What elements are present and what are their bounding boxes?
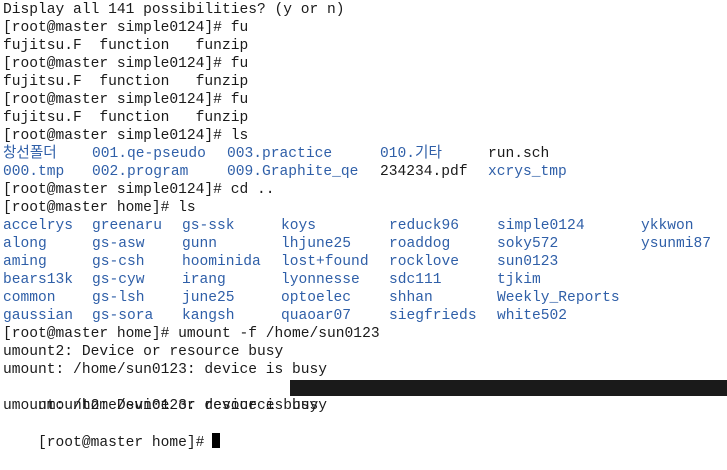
home-dir-entry: ysunmi87 bbox=[641, 236, 712, 252]
terminal-line: [root@master home]# ls bbox=[3, 200, 196, 216]
prompt-text: [root@master home]# bbox=[38, 435, 205, 451]
terminal-window[interactable]: Display all 141 possibilities? (y or n) … bbox=[0, 0, 727, 451]
home-dir-entry: sun0123 bbox=[497, 254, 559, 270]
home-dir-entry: bears13k bbox=[3, 272, 74, 288]
terminal-line: [root@master simple0124]# fu bbox=[3, 56, 249, 72]
terminal-line-highlighted: umount2: Device or resource busy bbox=[3, 379, 727, 414]
terminal-line: umount: /home/sun0123: device is busy bbox=[3, 398, 328, 414]
terminal-line: [root@master simple0124]# cd .. bbox=[3, 182, 275, 198]
home-ls-row: accelrys greenaru gs-ssk koys reduck96 s… bbox=[3, 217, 727, 235]
home-dir-entry: ykkwon bbox=[641, 218, 694, 234]
home-dir-entry: gs-csh bbox=[92, 254, 145, 270]
home-dir-entry: irang bbox=[182, 272, 226, 288]
home-dir-entry: optoelec bbox=[281, 290, 352, 306]
prompt-line[interactable]: [root@master home]# bbox=[3, 415, 727, 451]
ls-entry-dir: 009.Graphite_qe bbox=[227, 164, 359, 180]
terminal-line: [root@master simple0124]# fu bbox=[3, 20, 249, 36]
home-ls-row: bears13k gs-cyw irang lyonnesse sdc111 t… bbox=[3, 271, 727, 289]
ls-entry-dir: 000.tmp bbox=[3, 164, 65, 180]
home-dir-entry: gs-ssk bbox=[182, 218, 235, 234]
selection-highlight bbox=[290, 380, 727, 396]
home-dir-entry: hoominida bbox=[182, 254, 261, 270]
terminal-line: fujitsu.F function funzip bbox=[3, 110, 249, 126]
home-dir-entry: quaoar07 bbox=[281, 308, 352, 324]
ls-entry-dir: 002.program bbox=[92, 164, 189, 180]
home-ls-row: common gs-lsh june25 optoelec shhan Week… bbox=[3, 289, 727, 307]
home-dir-entry: reduck96 bbox=[389, 218, 460, 234]
home-dir-entry: gs-asw bbox=[92, 236, 145, 252]
home-dir-entry: aming bbox=[3, 254, 47, 270]
home-dir-entry: soky572 bbox=[497, 236, 559, 252]
home-dir-entry: shhan bbox=[389, 290, 433, 306]
ls-entry-dir: 창선폴더 bbox=[3, 146, 57, 162]
home-dir-entry: accelrys bbox=[3, 218, 74, 234]
home-ls-row: gaussian gs-sora kangsh quaoar07 siegfri… bbox=[3, 307, 727, 325]
home-dir-entry: koys bbox=[281, 218, 317, 234]
terminal-line: [root@master simple0124]# ls bbox=[3, 128, 249, 144]
text-cursor bbox=[212, 433, 221, 448]
home-dir-entry: gaussian bbox=[3, 308, 74, 324]
ls-entry-dir: 001.qe-pseudo bbox=[92, 146, 206, 162]
home-dir-entry: greenaru bbox=[92, 218, 163, 234]
terminal-line: Display all 141 possibilities? (y or n) bbox=[3, 2, 345, 18]
terminal-line: [root@master simple0124]# fu bbox=[3, 92, 249, 108]
ls-output-row: 000.tmp 002.program 009.Graphite_qe 2342… bbox=[3, 163, 727, 181]
home-dir-entry: gs-cyw bbox=[92, 272, 145, 288]
home-dir-entry: kangsh bbox=[182, 308, 235, 324]
home-dir-entry: rocklove bbox=[389, 254, 460, 270]
ls-entry-dir: 010.기타 bbox=[380, 146, 442, 162]
home-dir-entry: lost+found bbox=[281, 254, 369, 270]
home-dir-entry: siegfrieds bbox=[389, 308, 477, 324]
home-dir-entry: gs-lsh bbox=[92, 290, 145, 306]
home-ls-row: aming gs-csh hoominida lost+found rocklo… bbox=[3, 253, 727, 271]
home-dir-entry: tjkim bbox=[497, 272, 541, 288]
terminal-line-text: umount2: Device or resource busy bbox=[38, 398, 319, 414]
terminal-line: umount2: Device or resource busy bbox=[3, 344, 284, 360]
home-dir-entry: gunn bbox=[182, 236, 218, 252]
home-dir-entry: june25 bbox=[182, 290, 235, 306]
ls-entry-file: 234234.pdf bbox=[380, 164, 468, 180]
home-dir-entry: gs-sora bbox=[92, 308, 154, 324]
home-dir-entry: white502 bbox=[497, 308, 568, 324]
terminal-line: umount: /home/sun0123: device is busy bbox=[3, 362, 328, 378]
ls-entry-dir: xcrys_tmp bbox=[488, 164, 567, 180]
home-dir-entry: lhjune25 bbox=[281, 236, 352, 252]
home-dir-entry: lyonnesse bbox=[281, 272, 360, 288]
terminal-line: fujitsu.F function funzip bbox=[3, 74, 249, 90]
home-dir-entry: sdc111 bbox=[389, 272, 442, 288]
home-dir-entry: roaddog bbox=[389, 236, 451, 252]
terminal-line: fujitsu.F function funzip bbox=[3, 38, 249, 54]
home-ls-row: along gs-asw gunn lhjune25 roaddog soky5… bbox=[3, 235, 727, 253]
home-dir-entry: along bbox=[3, 236, 47, 252]
home-dir-entry: common bbox=[3, 290, 56, 306]
ls-output-row: 창선폴더 001.qe-pseudo 003.practice 010.기타 r… bbox=[3, 145, 727, 163]
ls-entry-file: run.sch bbox=[488, 146, 550, 162]
ls-entry-dir: 003.practice bbox=[227, 146, 333, 162]
home-dir-entry: Weekly_Reports bbox=[497, 290, 620, 306]
home-dir-entry: simple0124 bbox=[497, 218, 585, 234]
terminal-line: [root@master home]# umount -f /home/sun0… bbox=[3, 326, 380, 342]
